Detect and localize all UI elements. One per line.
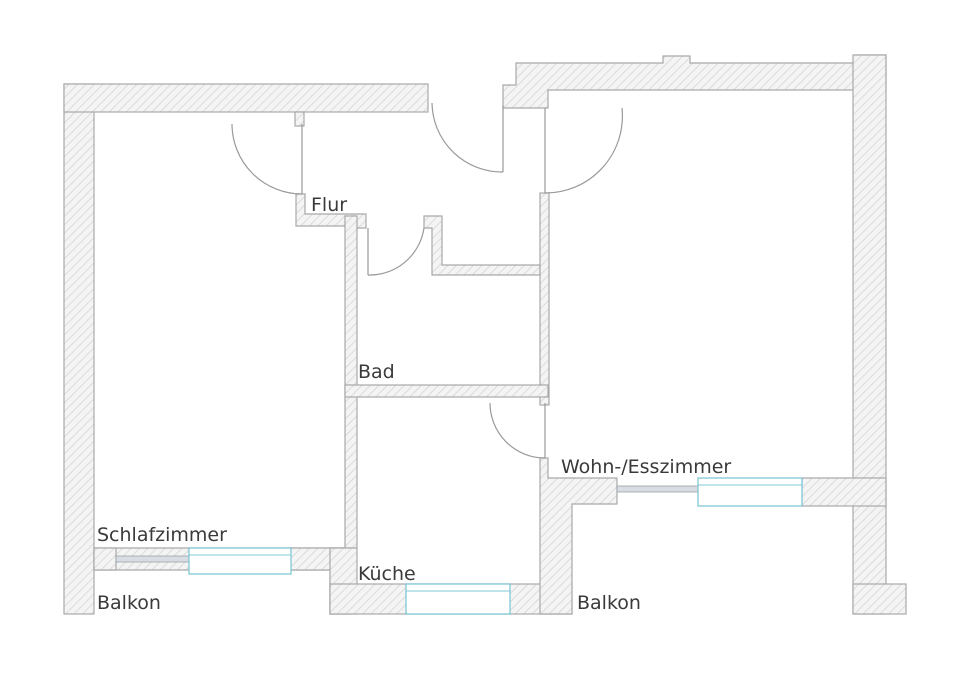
label-flur: Flur — [311, 194, 347, 216]
wall-partition-vertical — [344, 215, 358, 549]
wall-top-left — [63, 83, 429, 113]
door-wohnzimmer — [544, 107, 624, 194]
wall-right-foot — [852, 583, 907, 615]
wall-bedroom-stub-top — [294, 111, 305, 127]
label-wohn-esszimmer: Wohn-/Esszimmer — [561, 456, 731, 478]
door-kueche — [489, 402, 546, 459]
label-bad: Bad — [358, 361, 395, 383]
door-bedroom — [231, 123, 303, 195]
wall-bottom-bedroom-leftpart — [93, 547, 117, 571]
wall-bad-step — [423, 215, 541, 276]
window-wohn-esszimmer — [697, 477, 803, 507]
doors — [231, 102, 624, 459]
window-sill-wohn — [616, 485, 700, 493]
wall-bad-kueche — [344, 384, 549, 398]
wall-top-right — [502, 54, 887, 109]
window-bedroom — [188, 547, 292, 575]
label-balkon-left: Balkon — [97, 592, 161, 614]
door-bad — [367, 227, 425, 276]
window-sill-bedroom — [115, 555, 191, 563]
wall-wohn-bottom-right — [801, 477, 887, 507]
room-labels: Flur Bad Schlafzimmer Küche Wohn-/Esszim… — [97, 194, 731, 614]
door-entrance — [431, 102, 504, 173]
window-kueche — [405, 583, 511, 615]
label-kueche: Küche — [358, 563, 416, 585]
label-schlafzimmer: Schlafzimmer — [97, 524, 227, 546]
wall-left-outer — [63, 83, 95, 615]
wall-kueche-right — [539, 457, 618, 615]
label-balkon-right: Balkon — [577, 592, 641, 614]
wall-partition-right — [539, 192, 550, 406]
windows — [115, 477, 803, 615]
wall-right-outer — [852, 54, 887, 615]
